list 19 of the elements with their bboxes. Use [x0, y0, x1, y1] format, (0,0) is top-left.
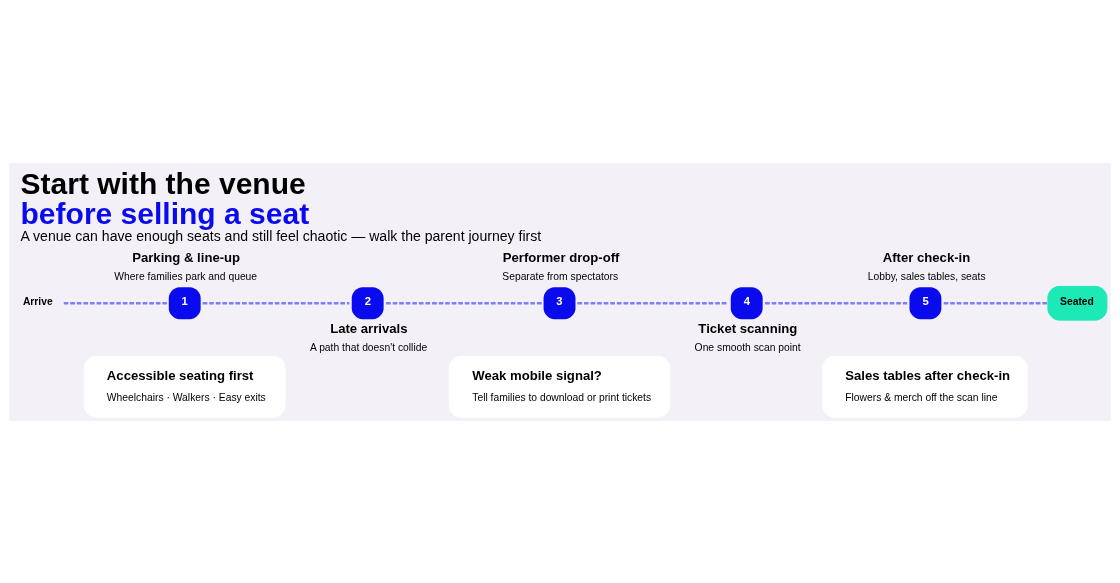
node-label: Late arrivals [330, 320, 408, 336]
node-label: A path that doesn't collide [309, 341, 428, 353]
node-box: Seated [1047, 285, 1108, 321]
diagram-title: Start with the venue before selling a seat [20, 166, 310, 230]
connector [385, 301, 542, 304]
node-text: Arrive [22, 295, 53, 307]
connector [943, 301, 1048, 304]
connector [63, 301, 167, 304]
node-label: Ticket scanning [698, 320, 798, 336]
node-label: Parking & line-up [132, 249, 241, 265]
node-label: Lobby, sales tables, seats [867, 270, 986, 282]
node-label: After check-in [882, 249, 971, 265]
connector [202, 301, 350, 304]
node-label: Separate from spectators [502, 270, 619, 282]
node-label: Performer drop-off [502, 249, 620, 265]
node-label: One smooth scan point [694, 341, 801, 353]
connector [765, 301, 908, 304]
connector [577, 301, 729, 304]
node-label: Where families park and queue [114, 270, 258, 282]
